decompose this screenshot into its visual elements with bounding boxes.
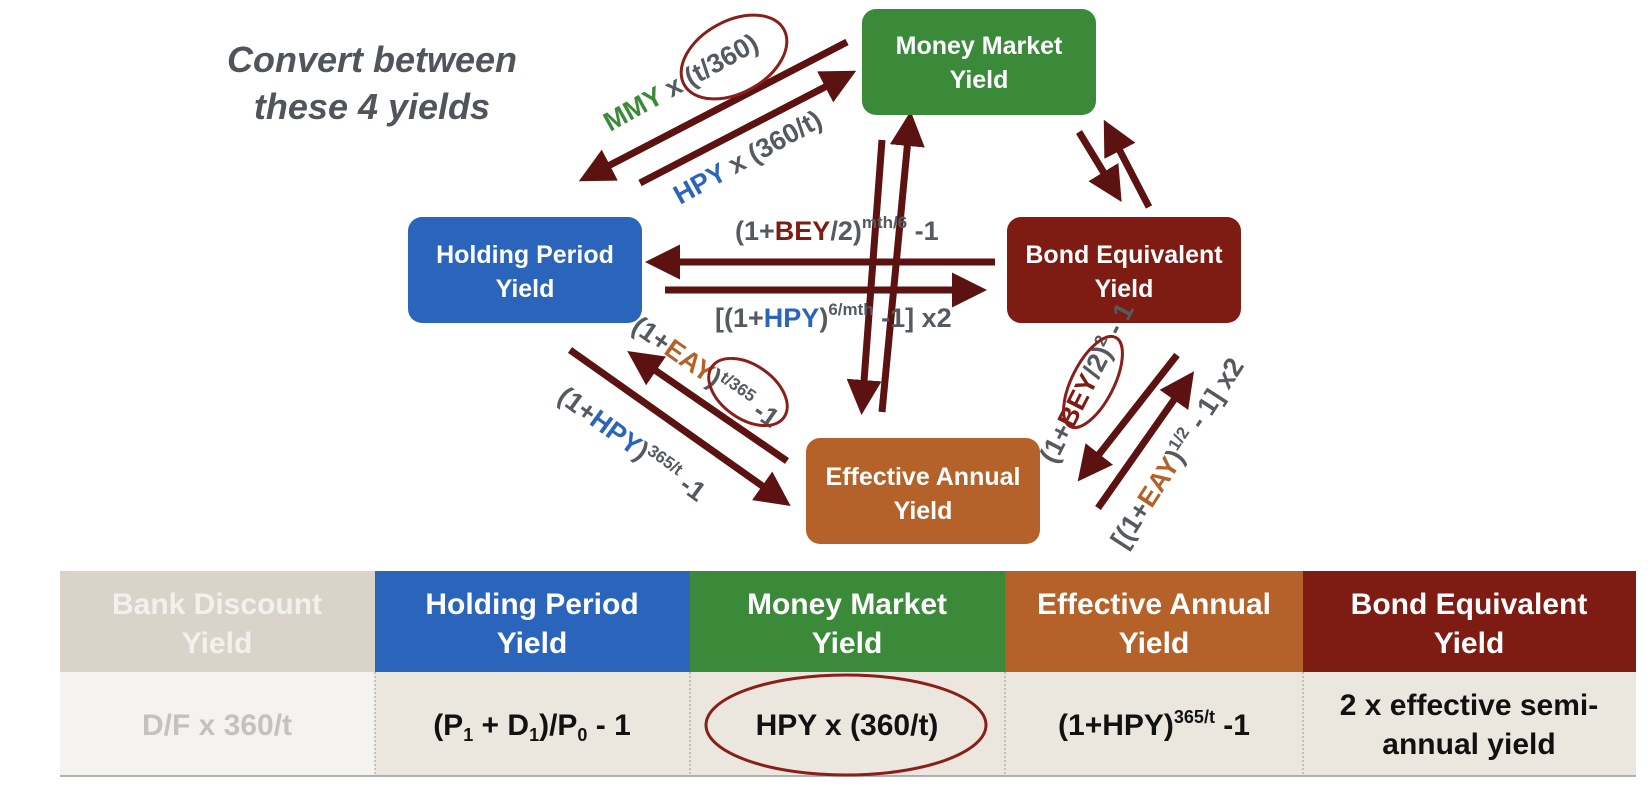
header-hpy-line2: Yield <box>497 627 568 660</box>
arrow-hpy-to-eay <box>567 347 791 507</box>
header-mmy-line2: Yield <box>812 627 883 660</box>
node-bey-box <box>1007 217 1241 323</box>
svg-text:[(1+HPY)6/mth -1] x2: [(1+HPY)6/mth -1] x2 <box>715 300 952 333</box>
arrow-eay-to-hpy <box>627 351 789 464</box>
header-hpy-line1: Holding Period <box>425 588 638 621</box>
arrow-eay-to-bey <box>1095 371 1195 511</box>
diagram-subtitle: these 4 yields <box>254 86 490 127</box>
body-cell-bey <box>1303 672 1636 776</box>
arrow-mmy-to-eay <box>846 139 886 415</box>
node-mmy-label-1: Money Market <box>896 32 1063 60</box>
header-bey-line2: Yield <box>1434 627 1505 660</box>
node-hpy-box <box>408 217 642 323</box>
node-mmy-box <box>862 9 1096 115</box>
header-bdy-line2: Yield <box>182 627 253 660</box>
formula-mmy-to-hpy: MMY x (t/360) <box>598 28 763 138</box>
header-mmy-line1: Money Market <box>747 588 947 621</box>
arrow-eay-to-mmy <box>878 111 925 413</box>
annotation-circle-t-360 <box>679 13 789 101</box>
cell-eay-formula: (1+HPY)365/t -1 <box>1058 707 1250 742</box>
arrow-mmy-to-bey <box>1076 130 1122 202</box>
node-eay-label-2: Yield <box>894 497 953 525</box>
body-cell-eay <box>1005 672 1303 776</box>
cell-bdy-formula: D/F x 360/t <box>142 709 292 742</box>
node-bond-equivalent-yield: Bond Equivalent Yield <box>1007 217 1241 323</box>
formula-hpy-to-eay: (1+HPY)365/t -1 <box>552 380 711 508</box>
node-mmy-label-2: Yield <box>950 66 1009 94</box>
cell-bey-formula-line2: annual yield <box>1382 728 1555 761</box>
annotation-circle-mmy-formula <box>704 673 988 777</box>
header-eay-line1: Effective Annual <box>1037 588 1271 621</box>
cell-hpy-formula: (P1 + D1)/P0 - 1 <box>433 709 631 745</box>
yield-formula-table: Bank Discount Yield Holding Period Yield… <box>60 571 1636 777</box>
node-hpy-label-2: Yield <box>496 275 555 303</box>
cell-bey-formula-line1: 2 x effective semi- <box>1340 689 1598 722</box>
header-cell-bdy <box>60 571 375 672</box>
arrow-hpy-to-mmy <box>638 70 857 187</box>
header-cell-mmy <box>690 571 1005 672</box>
header-cell-hpy <box>375 571 690 672</box>
header-cell-eay <box>1005 571 1303 672</box>
node-hpy-label-1: Holding Period <box>436 241 614 269</box>
svg-text:(1+HPY)365/t -1: (1+HPY)365/t -1 <box>552 380 711 508</box>
formula-eay-to-bey: [(1+EAY)1/2 - 1] x2 <box>1104 352 1250 553</box>
header-cell-bey <box>1303 571 1636 672</box>
conversion-arrows <box>567 38 1195 511</box>
node-bey-label-1: Bond Equivalent <box>1025 241 1223 269</box>
header-eay-line2: Yield <box>1119 627 1190 660</box>
svg-text:[(1+EAY)1/2 - 1] x2: [(1+EAY)1/2 - 1] x2 <box>1104 352 1250 553</box>
node-money-market-yield: Money Market Yield <box>862 9 1096 115</box>
body-cell-bdy <box>60 672 375 776</box>
header-bey-line1: Bond Equivalent <box>1351 588 1588 621</box>
header-bdy-line1: Bank Discount <box>112 588 322 621</box>
cell-mmy-formula: HPY x (360/t) <box>756 709 939 742</box>
arrow-bey-to-mmy <box>1103 119 1153 209</box>
node-eay-label-1: Effective Annual <box>826 463 1021 491</box>
annotation-circle-t-365 <box>707 356 789 428</box>
node-effective-annual-yield: Effective Annual Yield <box>806 438 1040 544</box>
node-eay-box <box>806 438 1040 544</box>
node-holding-period-yield: Holding Period Yield <box>408 217 642 323</box>
formula-hpy-to-bey: [(1+HPY)6/mth -1] x2 <box>715 300 952 333</box>
diagram-title: Convert between <box>227 39 517 80</box>
arrow-mmy-to-hpy <box>578 38 849 182</box>
svg-text:MMY x (t/360): MMY x (t/360) <box>598 28 763 138</box>
body-cell-hpy <box>375 672 690 776</box>
formula-bey-to-hpy: (1+BEY/2)mth/6 -1 <box>735 213 939 246</box>
svg-text:(1+BEY/2)mth/6 -1: (1+BEY/2)mth/6 -1 <box>735 213 939 246</box>
annotation-circle-bey-2 <box>1062 334 1124 430</box>
node-bey-label-2: Yield <box>1095 275 1154 303</box>
